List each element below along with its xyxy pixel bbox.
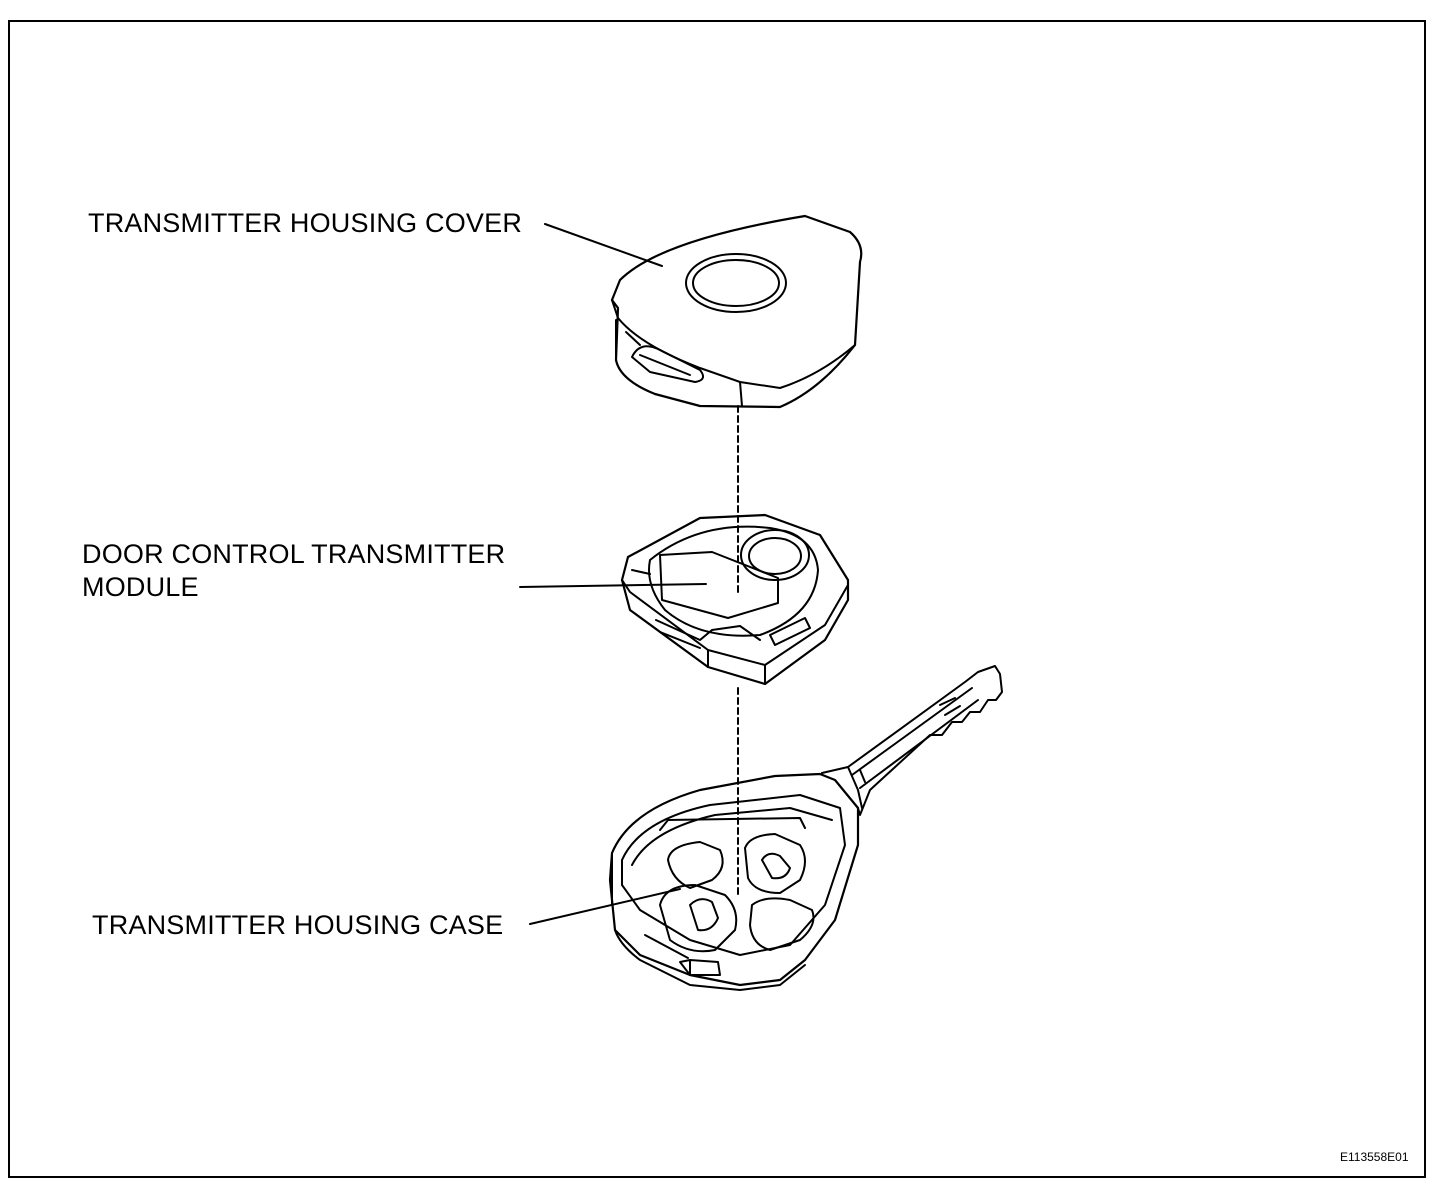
door-control-transmitter-module [620,513,850,686]
module-button-outline [740,529,810,581]
module-label-line2: MODULE [82,572,199,602]
cover-label: TRANSMITTER HOUSING COVER [88,208,523,238]
case-button-pad-left [659,884,738,953]
key-blade [821,665,1003,816]
transmitter-housing-cover [610,214,863,409]
diagram-frame [8,20,1426,1178]
module-label-line1: DOOR CONTROL TRANSMITTER [82,539,506,569]
figure-id: E113558E01 [1340,1150,1409,1164]
case-leader-line [529,888,681,925]
case-label: TRANSMITTER HOUSING CASE [92,910,504,940]
transmitter-housing-case [608,665,1003,991]
cover-leader-line [544,223,663,267]
module-leader-line [519,583,707,588]
cover-button-circle [685,253,787,313]
case-button-pad-top [744,833,806,894]
